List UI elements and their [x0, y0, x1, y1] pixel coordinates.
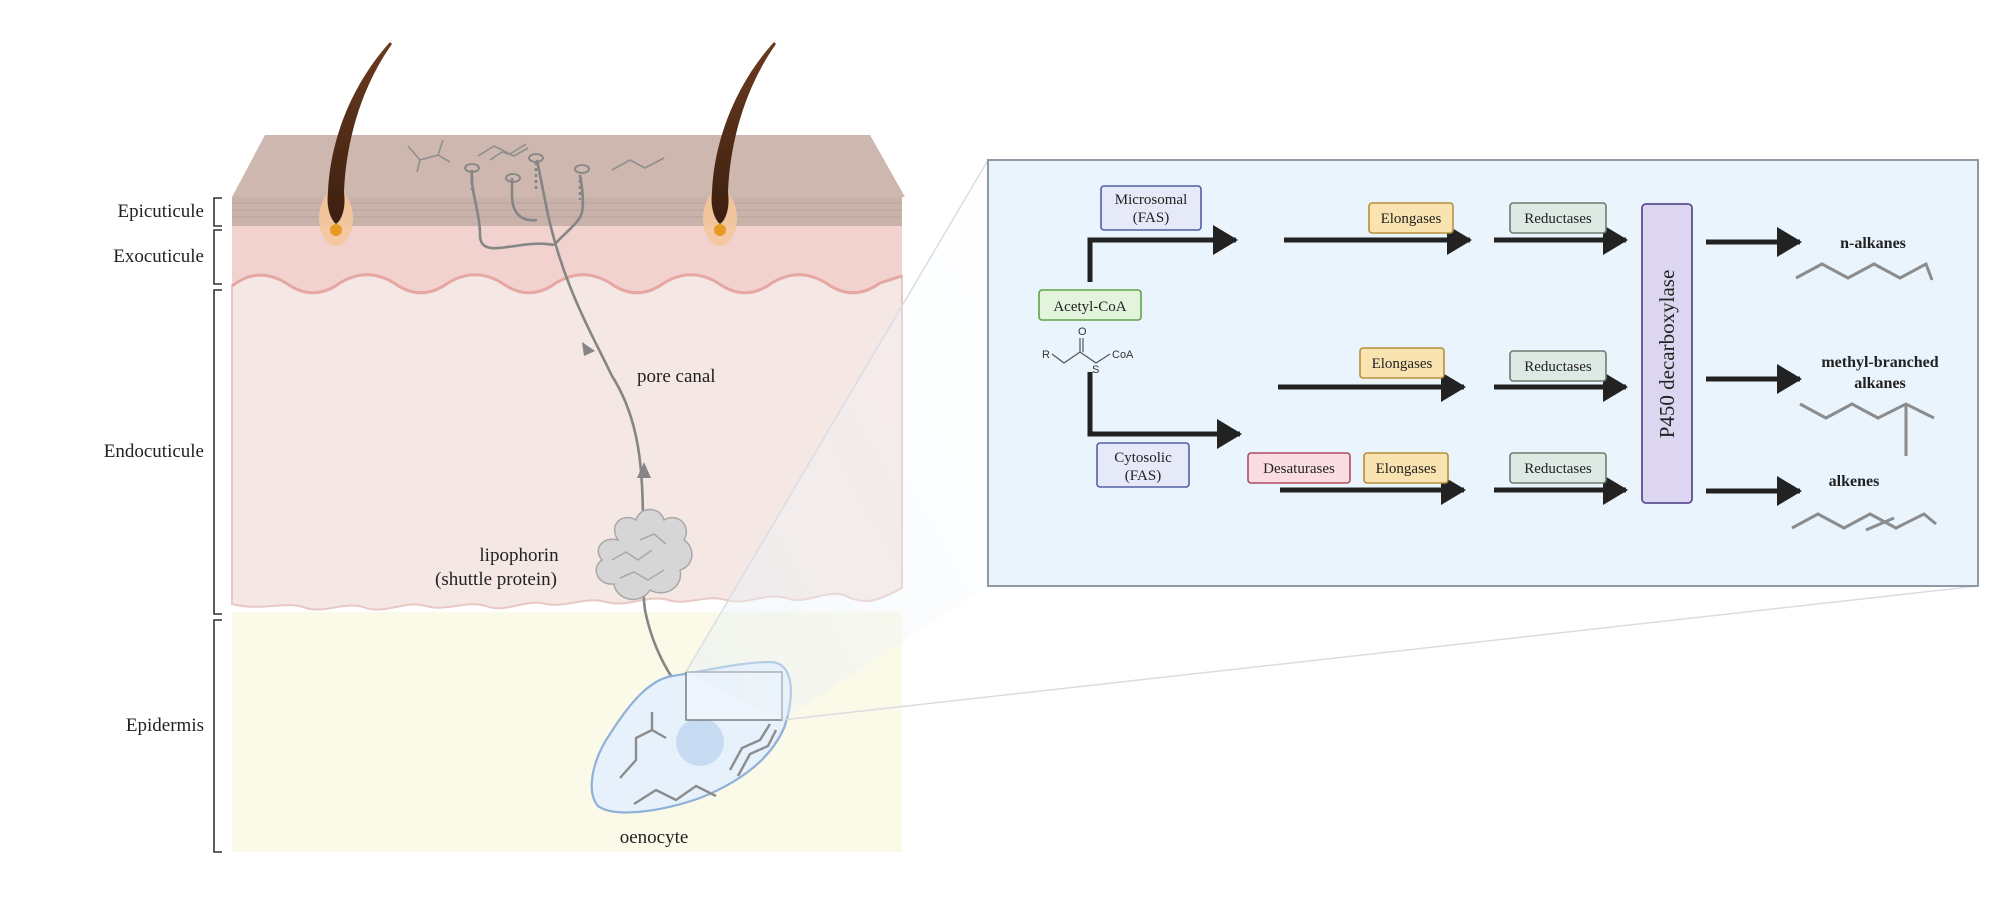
svg-text:R: R	[1042, 349, 1050, 361]
acetyl-coa-box	[1038, 289, 1142, 321]
lipophorin-protein	[595, 508, 693, 601]
epicuticle-surface	[232, 135, 905, 197]
oenocyte-nucleus	[676, 718, 724, 766]
product-methyl-branched-sub: alkanes	[1854, 375, 1906, 392]
elongases-box-top	[1368, 202, 1454, 234]
alkene-structure	[1791, 512, 1937, 532]
cytosolic-fas-box	[1096, 442, 1190, 488]
microsomal-sub-label: (FAS)	[1133, 210, 1169, 226]
svg-text:CoA: CoA	[1112, 349, 1134, 361]
methyl-branched-structure	[1799, 402, 1935, 456]
acetyl-coa-structure: R O S CoA	[1042, 326, 1134, 376]
elongases-box-mid	[1359, 347, 1445, 379]
label-pore-canal: pore canal	[637, 366, 716, 387]
reductases-box-top	[1509, 202, 1607, 234]
exocuticle-layer	[232, 226, 902, 293]
label-lipophorin-sub: (shuttle protein)	[435, 569, 557, 590]
reductases-label-top: Reductases	[1524, 211, 1592, 227]
reductases-box-bottom	[1509, 452, 1607, 484]
cytosolic-label: Cytosolic	[1114, 450, 1172, 466]
microsomal-fas-box	[1100, 185, 1202, 231]
product-methyl-branched: methyl-branched	[1821, 354, 1938, 371]
elongases-label-bottom: Elongases	[1376, 461, 1437, 477]
product-alkenes: alkenes	[1829, 473, 1880, 490]
label-epidermis: Epidermis	[126, 715, 204, 736]
pathway-panel: Microsomal (FAS) Acetyl-CoA R O S CoA Cy…	[987, 159, 1979, 587]
label-epicuticule: Epicuticule	[117, 201, 204, 222]
acetyl-coa-label: Acetyl-CoA	[1053, 299, 1126, 315]
label-exocuticule: Exocuticule	[113, 246, 204, 267]
reductases-label-bottom: Reductases	[1524, 461, 1592, 477]
desaturases-label: Desaturases	[1263, 461, 1335, 477]
svg-text:O: O	[1078, 326, 1087, 338]
n-alkane-structure	[1795, 261, 1934, 281]
reductases-label-mid: Reductases	[1524, 359, 1592, 375]
surface-hydrocarbons	[407, 139, 665, 173]
layer-brackets	[213, 197, 222, 853]
svg-text:S: S	[1092, 364, 1099, 376]
label-endocuticule: Endocuticule	[104, 441, 204, 462]
p450-decarboxylase-box	[1641, 203, 1693, 504]
cytosolic-sub-label: (FAS)	[1125, 468, 1161, 484]
hair-right	[703, 42, 776, 246]
elongases-label-top: Elongases	[1381, 211, 1442, 227]
zoom-wedge	[686, 160, 988, 720]
product-n-alkanes: n-alkanes	[1840, 235, 1906, 252]
reductases-box-mid	[1509, 350, 1607, 382]
microsomal-label: Microsomal	[1115, 192, 1188, 208]
elongases-label-mid: Elongases	[1372, 356, 1433, 372]
hair-left	[319, 42, 392, 246]
label-oenocyte: oenocyte	[620, 827, 689, 848]
pore-canal-arrowhead-upper	[582, 342, 595, 356]
elongases-box-bottom	[1363, 452, 1449, 484]
pore-canal-arrowhead-lower	[637, 462, 651, 478]
p450-decarboxylase-label: P450 decarboxylase	[1655, 270, 1679, 439]
desaturases-box	[1247, 452, 1351, 484]
label-lipophorin: lipophorin	[479, 545, 559, 566]
